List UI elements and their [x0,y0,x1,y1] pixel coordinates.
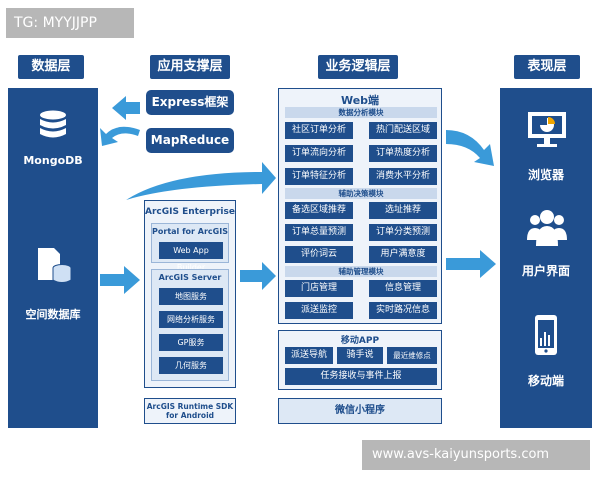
mapreduce-box: MapReduce [146,128,234,153]
arcgis-server-panel: ArcGIS Server 地图服务 网络分析服务 GP服务 几何服务 [151,269,229,381]
wechat-miniprogram-box: 微信小程序 [278,398,442,424]
analysis-item: 订单热度分析 [369,145,437,162]
arcgis-enterprise-box: ArcGIS Enterprise Portal for ArcGIS Web … [144,200,236,388]
arrow-arcgis-to-logic [240,262,276,290]
app-item: 骑手说 [337,347,383,364]
users-icon [527,210,567,246]
header-logic-layer: 业务逻辑层 [318,55,398,79]
portal-title: Portal for ArcGIS [152,227,228,236]
service-item-gp: GP服务 [159,334,223,351]
arcgis-enterprise-title: ArcGIS Enterprise [145,207,235,217]
mobile-label: 移动端 [527,374,564,388]
runtime-sdk-box: ArcGIS Runtime SDK for Android [144,398,236,424]
app-item: 派送导航 [285,347,333,364]
service-item-network: 网络分析服务 [159,311,223,328]
management-item: 信息管理 [369,280,437,297]
runtime-sdk-line1: ArcGIS Runtime SDK [146,402,234,411]
management-item: 实时路况信息 [369,302,437,319]
web-end-title: Web端 [340,94,380,107]
user-interface-label: 用户界面 [521,264,570,278]
browser-chart-icon [528,112,566,147]
presentation-layer-panel: 浏览器 用户界面 移动端 [500,88,592,428]
decision-item: 用户满意度 [369,246,437,263]
analysis-item: 社区订单分析 [285,122,353,139]
spatial-database-icon [38,248,72,283]
arrow-curve-feedback [100,126,140,146]
mobile-app-box: 移动APP 派送导航 骑手说 最近维修点 任务接收与事件上报 [278,330,442,390]
runtime-sdk-line2: for Android [165,411,215,420]
decision-item: 订单分类预测 [369,224,437,241]
web-end-box: Web端 数据分析模块 社区订单分析 热门配送区域 订单流向分析 订单热度分析 … [278,88,442,324]
decision-item: 选址推荐 [369,202,437,219]
management-item: 门店管理 [285,280,353,297]
arrow-logic-to-presentation [446,130,494,166]
data-layer-panel: MongoDB 空间数据库 [8,88,98,428]
decision-item: 评价词云 [285,246,353,263]
analysis-item: 消费水平分析 [369,168,437,185]
header-support-layer: 应用支撑层 [150,55,230,79]
express-framework-box: Express框架 [146,90,234,115]
spatial-db-label: 空间数据库 [25,308,81,321]
analysis-item: 订单流向分析 [285,145,353,162]
mobile-phone-icon [535,315,557,355]
mobile-app-title: 移动APP [340,336,380,346]
arrow-logic-to-pres-bottom [446,250,496,278]
management-item: 派送监控 [285,302,353,319]
browser-label: 浏览器 [527,168,564,182]
app-item: 最近维修点 [387,347,437,364]
arcgis-server-title: ArcGIS Server [158,273,222,282]
watermark-top: TG: MYYJJPP [6,8,134,38]
header-presentation-layer: 表现层 [514,55,580,79]
analysis-module-title: 数据分析模块 [285,107,437,118]
portal-panel: Portal for ArcGIS Web App Builder [151,223,229,272]
arrow-data-to-express [112,96,140,120]
service-item-map: 地图服务 [159,288,223,305]
analysis-item: 热门配送区域 [369,122,437,139]
database-icon [40,110,66,138]
decision-module-title: 辅助决策模块 [285,188,437,199]
analysis-item: 订单特征分析 [285,168,353,185]
header-data-layer: 数据层 [18,55,84,79]
decision-item: 备选区域推荐 [285,202,353,219]
watermark-bottom: www.avs-kaiyunsports.com [362,440,590,470]
web-app-builder-item: Web App Builder [159,242,223,272]
management-module-title: 辅助管理模块 [285,266,437,277]
arrow-data-to-arcgis [100,266,140,294]
arrow-sweep-to-logic [126,162,276,200]
mongodb-label: MongoDB [23,154,83,167]
decision-item: 订单总量预测 [285,224,353,241]
app-item-wide: 任务接收与事件上报 [285,368,437,385]
service-item-geometry: 几何服务 [159,357,223,374]
